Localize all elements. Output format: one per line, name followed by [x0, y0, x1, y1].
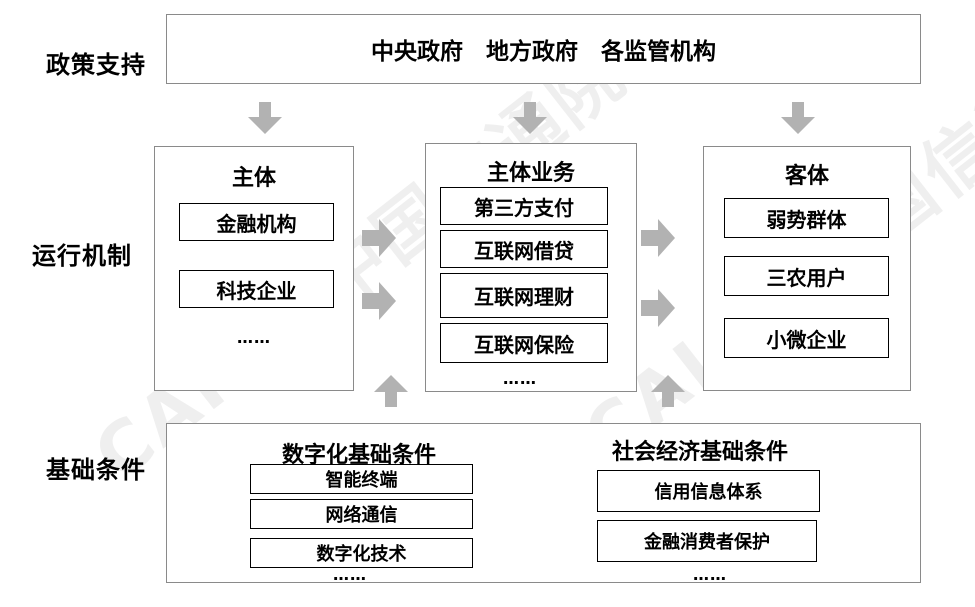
- policy-panel: 中央政府 地方政府 各监管机构: [166, 14, 921, 84]
- right-arrow-icon: [641, 289, 675, 327]
- right-arrow-icon: [362, 219, 396, 257]
- subject-panel: [154, 146, 354, 391]
- socio-item: 金融消费者保护: [597, 520, 817, 562]
- right-arrow-icon: [641, 219, 675, 257]
- subject-item: 金融机构: [179, 203, 334, 241]
- right-arrow-icon: [362, 282, 396, 320]
- object-item: 三农用户: [724, 256, 889, 296]
- business-item: 互联网保险: [440, 323, 608, 363]
- subject-title: 主体: [231, 166, 276, 191]
- object-item: 弱势群体: [724, 198, 889, 238]
- down-arrow-icon: [781, 102, 815, 134]
- object-item: 小微企业: [724, 318, 889, 358]
- socio-item: 信用信息体系: [597, 470, 820, 512]
- object-title: 客体: [784, 164, 829, 189]
- digital-item: 网络通信: [250, 499, 473, 529]
- socio-title: 社会经济基础条件: [611, 440, 788, 465]
- business-item: 互联网理财: [440, 273, 608, 318]
- digital-more: ……: [333, 565, 367, 584]
- business-title: 主体业务: [486, 161, 575, 186]
- down-arrow-icon: [248, 102, 282, 134]
- subject-more: ……: [237, 328, 271, 347]
- business-item: 第三方支付: [440, 187, 608, 225]
- socio-more: ……: [693, 565, 727, 584]
- row-label-mechanism: 运行机制: [32, 242, 132, 270]
- digital-item: 数字化技术: [250, 538, 473, 568]
- up-arrow-icon: [374, 375, 408, 407]
- row-label-policy: 政策支持: [46, 51, 146, 79]
- digital-item: 智能终端: [250, 464, 473, 494]
- subject-item: 科技企业: [179, 270, 334, 308]
- up-arrow-icon: [651, 375, 685, 407]
- row-label-foundation: 基础条件: [46, 456, 146, 484]
- down-arrow-icon: [513, 102, 547, 134]
- digital-title: 数字化基础条件: [281, 443, 436, 468]
- business-more: ……: [503, 369, 537, 388]
- business-item: 互联网借贷: [440, 230, 608, 268]
- policy-bodies: 中央政府 地方政府 各监管机构: [371, 39, 716, 65]
